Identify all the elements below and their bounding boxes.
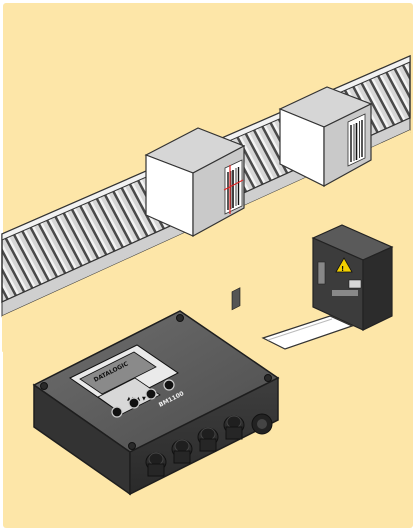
cable-gland	[224, 416, 244, 439]
screw-icon	[177, 315, 184, 322]
barcode-label	[348, 114, 365, 166]
button-4[interactable]	[164, 380, 174, 390]
button-2[interactable]	[129, 398, 139, 408]
cable-gland	[198, 428, 218, 451]
button-3[interactable]	[146, 389, 156, 399]
barcode-scanner-device: !	[313, 225, 392, 330]
svg-text:!: !	[341, 265, 344, 273]
scanner-label	[349, 280, 361, 288]
screw-icon	[265, 375, 272, 382]
scanner-plate	[332, 290, 358, 296]
barcode-label	[224, 160, 243, 214]
screw-icon	[41, 383, 48, 390]
cable-gland	[146, 453, 166, 476]
button-1[interactable]	[112, 407, 122, 417]
scanner-window	[318, 262, 325, 284]
memory-card	[263, 316, 352, 349]
screw-icon	[129, 443, 136, 450]
cable-gland	[172, 440, 192, 463]
